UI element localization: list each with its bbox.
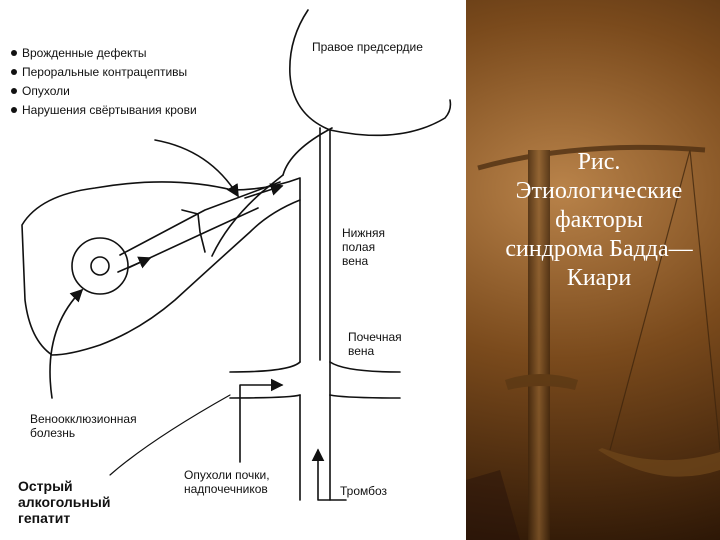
risk-factor-list: Врожденные дефекты Пероральные контрацеп… — [10, 44, 197, 120]
caption-line: Киари — [478, 264, 720, 293]
lobule-outer — [72, 238, 128, 294]
risk-factor-item: Опухоли — [10, 82, 197, 101]
label-thrombosis: Тромбоз — [340, 484, 387, 498]
label-venoocclusive-line: Веноокклюзионная — [30, 412, 137, 426]
renal-vein-upper — [330, 362, 400, 372]
label-hepatitis-line: Острый — [18, 478, 110, 494]
label-tumors-line: Опухоли почки, — [184, 468, 270, 482]
slide-caption: Рис. Этиологические факторы синдрома Бад… — [478, 148, 720, 293]
label-tumors: Опухоли почки, надпочечников — [184, 468, 270, 496]
label-renal-vein: Почечная вена — [348, 330, 402, 358]
label-ivc-line: полая — [342, 240, 385, 254]
label-venoocclusive: Веноокклюзионная болезнь — [30, 412, 137, 440]
arrow-flow-1 — [118, 258, 150, 272]
hepatic-vein-top — [120, 182, 280, 255]
arrow-venoocclusive — [50, 290, 82, 398]
right-atrium-outline — [290, 10, 451, 135]
caption-line: Этиологические — [478, 177, 720, 206]
label-right-atrium: Правое предсердие — [312, 40, 423, 54]
label-hepatitis-line: гепатит — [18, 510, 110, 526]
label-hepatitis-line: алкогольный — [18, 494, 110, 510]
label-ivc-line: Нижняя — [342, 226, 385, 240]
ivc-right-wall — [283, 128, 332, 175]
caption-line: Рис. — [478, 148, 720, 177]
label-ivc: Нижняя полая вена — [342, 226, 385, 268]
liver-outline — [22, 178, 300, 355]
label-renal-line: вена — [348, 344, 402, 358]
label-alcoholic-hepatitis: Острый алкогольный гепатит — [18, 478, 110, 526]
label-renal-line: Почечная — [348, 330, 402, 344]
left-renal-upper — [230, 362, 300, 372]
lobule-inner — [91, 257, 109, 275]
risk-factor-item: Нарушения свёртывания крови — [10, 101, 197, 120]
risk-factor-item: Врожденные дефекты — [10, 44, 197, 63]
arrow-risk-to-veins — [155, 140, 238, 196]
renal-vein-lower — [330, 395, 400, 398]
risk-factor-item: Пероральные контрацептивы — [10, 63, 197, 82]
label-ivc-line: вена — [342, 254, 385, 268]
caption-line: синдрома Бадда— — [478, 235, 720, 264]
caption-line: факторы — [478, 206, 720, 235]
label-venoocclusive-line: болезнь — [30, 426, 137, 440]
label-tumors-line: надпочечников — [184, 482, 270, 496]
